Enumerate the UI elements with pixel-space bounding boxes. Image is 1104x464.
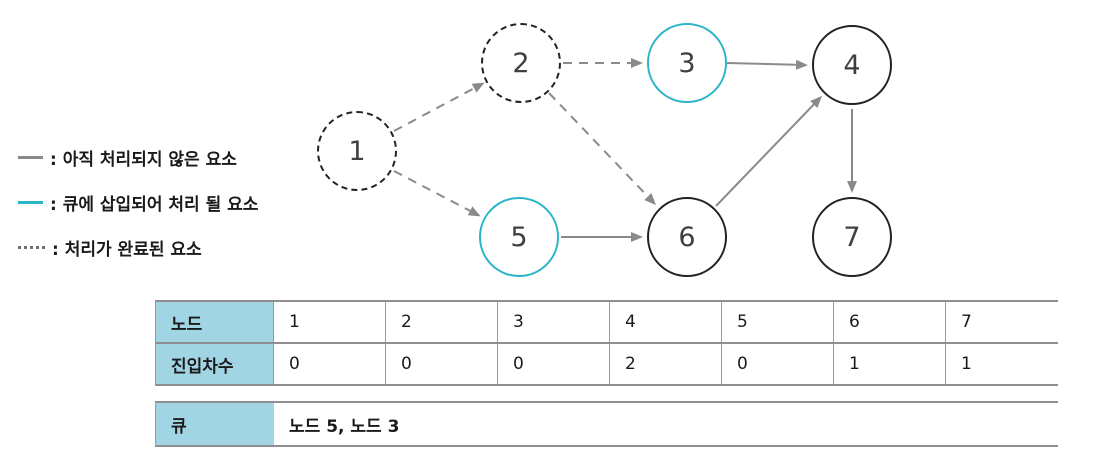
indegree-table: 노드 1 2 3 4 5 6 7 진입차수 0 0 0 2 0 1 1 [155,300,1058,386]
graph-node-4: 4 [812,25,892,105]
edge-6-4 [715,95,823,207]
node-cell-5: 5 [722,302,834,342]
node-cell-6: 6 [834,302,946,342]
edge-2-6 [548,92,657,206]
queue-table: 큐 노드 5, 노드 3 [155,401,1058,447]
node-label: 3 [678,47,696,79]
graph-node-5: 5 [479,197,559,277]
indegree-cell-2: 0 [386,344,498,384]
node-cell-2: 2 [386,302,498,342]
solid-gray-line-icon [18,155,43,159]
legend-item-queued: : 큐에 삽입되어 처리 될 요소 [18,191,259,215]
edge-1-5 [393,170,481,217]
row-header-node: 노드 [156,302,274,342]
queue-row: 큐 노드 5, 노드 3 [156,403,1058,445]
indegree-cell-5: 0 [722,344,834,384]
node-cell-1: 1 [274,302,386,342]
node-label: 6 [678,221,696,253]
indegree-cell-7: 1 [946,344,1058,384]
graph-node-7: 7 [812,197,892,277]
solid-cyan-line-icon [18,200,43,204]
legend-item-completed: : 처리가 완료된 요소 [18,236,258,260]
indegree-cell-1: 0 [274,344,386,384]
node-label: 5 [510,221,528,253]
graph-node-6: 6 [647,197,727,277]
node-label: 1 [348,135,366,167]
legend-label-queued: : 큐에 삽입되어 처리 될 요소 [50,194,259,215]
queue-contents: 노드 5, 노드 3 [274,403,1058,445]
edge-1-2 [393,82,485,132]
graph-node-2: 2 [481,23,561,103]
legend-label-unprocessed: : 아직 처리되지 않은 요소 [50,149,237,170]
indegree-cell-3: 0 [498,344,610,384]
table-row-indegree: 진입차수 0 0 0 2 0 1 1 [156,342,1058,384]
node-cell-7: 7 [946,302,1058,342]
node-cell-3: 3 [498,302,610,342]
node-label: 4 [843,49,861,81]
legend-item-unprocessed: : 아직 처리되지 않은 요소 [18,146,258,170]
row-header-indegree: 진입차수 [156,344,274,384]
graph-node-3: 3 [647,23,727,103]
row-header-queue: 큐 [156,403,274,445]
indegree-cell-6: 1 [834,344,946,384]
graph-node-1: 1 [317,111,397,191]
table-row-nodes: 노드 1 2 3 4 5 6 7 [156,302,1058,342]
edge-3-4 [726,59,808,70]
node-cell-4: 4 [610,302,722,342]
node-label: 7 [843,221,861,253]
dotted-gray-line-icon [18,245,45,249]
indegree-cell-4: 2 [610,344,722,384]
legend: : 아직 처리되지 않은 요소 : 큐에 삽입되어 처리 될 요소 : 처리가 … [18,146,258,281]
node-label: 2 [512,47,530,79]
legend-label-completed: : 처리가 완료된 요소 [52,239,202,260]
